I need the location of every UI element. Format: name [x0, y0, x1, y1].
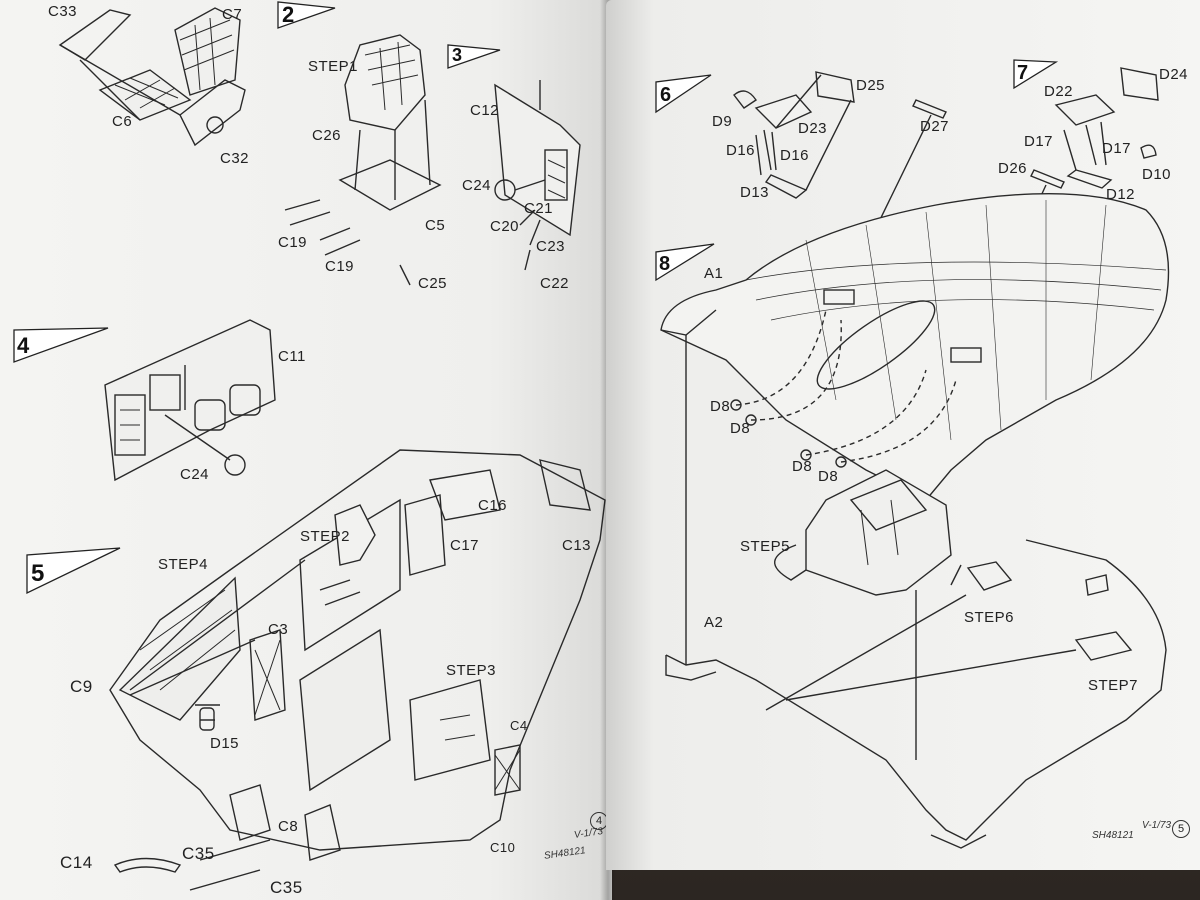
part-label: A1: [704, 265, 724, 282]
part-label: D25: [856, 77, 886, 94]
part-label: C6: [112, 113, 133, 130]
part-label: C23: [536, 238, 566, 255]
part-label: C25: [418, 275, 448, 292]
part-label: D8: [818, 468, 839, 485]
part-label: D17: [1024, 133, 1054, 150]
step-8-number: 8: [659, 253, 671, 275]
part-label: C19: [278, 234, 308, 251]
footer-code: V-1/73: [1142, 820, 1172, 831]
step-6-number: 6: [660, 84, 672, 106]
sub-label-step4: STEP4: [158, 556, 209, 573]
part-label: D24: [1159, 66, 1189, 83]
step-2-number: 2: [282, 2, 295, 27]
step-5-number: 5: [31, 560, 45, 587]
part-label: D8: [792, 458, 813, 475]
left-page: 2 3 4 5 STEP1 STEP2 STEP3 STEP4 C33 C7 C…: [0, 0, 612, 900]
step-4-number: 4: [17, 333, 30, 358]
sub-label-step3: STEP3: [446, 662, 497, 679]
right-page-line-art: [655, 59, 1170, 849]
sub-label-step6: STEP6: [964, 609, 1015, 626]
part-label: C24: [462, 177, 492, 194]
part-label: D10: [1142, 166, 1172, 183]
part-label: C3: [268, 621, 289, 638]
part-label: D23: [798, 120, 828, 137]
part-label: C12: [470, 102, 500, 119]
part-label: C13: [562, 537, 592, 554]
part-label: A2: [704, 614, 724, 631]
part-label: D26: [998, 160, 1028, 177]
part-label: C35: [270, 878, 303, 897]
sub-label-step2: STEP2: [300, 528, 351, 545]
part-label: C4: [510, 718, 528, 733]
sub-label-step1: STEP1: [308, 58, 359, 75]
page-number: 5: [1172, 820, 1190, 838]
part-label: D15: [210, 735, 240, 752]
sub-label-step7: STEP7: [1088, 677, 1139, 694]
part-label: C32: [220, 150, 250, 167]
sub-label-step5: STEP5: [740, 538, 791, 555]
part-label: D8: [730, 420, 751, 437]
part-label: C10: [490, 840, 516, 855]
part-label: D12: [1106, 186, 1136, 203]
part-label: C22: [540, 275, 570, 292]
part-label: D16: [726, 142, 756, 159]
part-label: D8: [710, 398, 731, 415]
part-label: C19: [325, 258, 355, 275]
part-label: D9: [712, 113, 733, 130]
part-label: C7: [222, 6, 243, 23]
left-page-line-art: [13, 1, 606, 891]
part-label: C5: [425, 217, 446, 234]
right-page: 6 7 8 STEP5 STEP6 STEP7 D25 D9 D23 D16 D…: [606, 0, 1200, 870]
footer-catalog: SH48121: [1092, 830, 1134, 841]
part-label: D27: [920, 118, 950, 135]
part-label: C21: [524, 200, 554, 217]
part-label: C16: [478, 497, 508, 514]
step-3-number: 3: [452, 45, 463, 65]
part-label: C20: [490, 218, 520, 235]
part-label: D22: [1044, 83, 1074, 100]
part-label: C9: [70, 677, 93, 696]
part-label: D16: [780, 147, 810, 164]
part-label: C11: [278, 348, 306, 365]
part-label: C26: [312, 127, 342, 144]
part-label: C8: [278, 818, 299, 835]
part-label: D17: [1102, 140, 1132, 157]
part-label: C33: [48, 3, 78, 20]
part-label: D13: [740, 184, 770, 201]
step-7-number: 7: [1017, 62, 1029, 84]
part-label: C35: [182, 844, 215, 863]
part-label: C17: [450, 537, 480, 554]
part-label: C14: [60, 853, 93, 872]
part-label: C24: [180, 466, 210, 483]
